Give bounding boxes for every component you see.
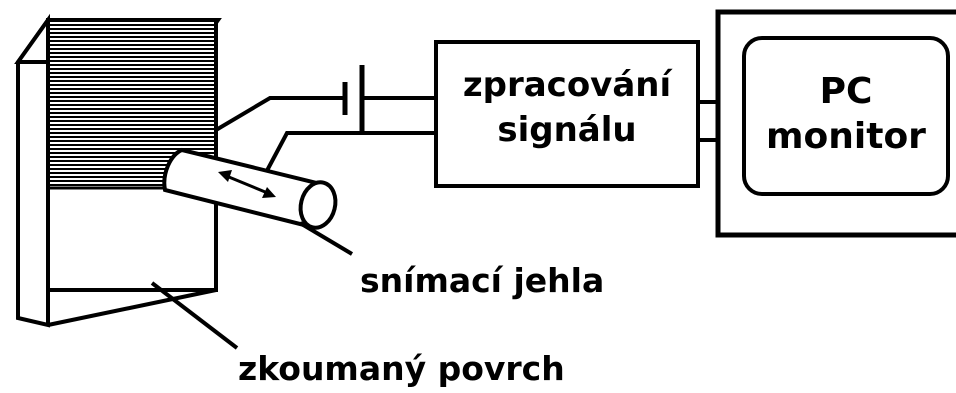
processing-box <box>434 40 700 188</box>
needle-pointer <box>298 221 354 256</box>
pc-label-line2: monitor <box>766 116 926 157</box>
surface-pointer <box>150 281 239 350</box>
wire-surface-battery <box>214 96 345 132</box>
double-arrow-icon <box>218 170 276 198</box>
processing-label-line2: signálu <box>497 110 636 150</box>
needle-probe <box>162 147 338 230</box>
battery-icon <box>342 65 365 132</box>
wire-needle-processing <box>260 131 436 181</box>
pc-label-line1: PC <box>820 71 873 112</box>
needle-label: snímací jehla <box>360 261 604 300</box>
processing-label-line1: zpracování <box>463 65 674 105</box>
pc-monitor: PC monitor <box>715 9 956 238</box>
surface-label: zkoumaný povrch <box>238 349 565 388</box>
monitor-screen <box>742 36 950 196</box>
